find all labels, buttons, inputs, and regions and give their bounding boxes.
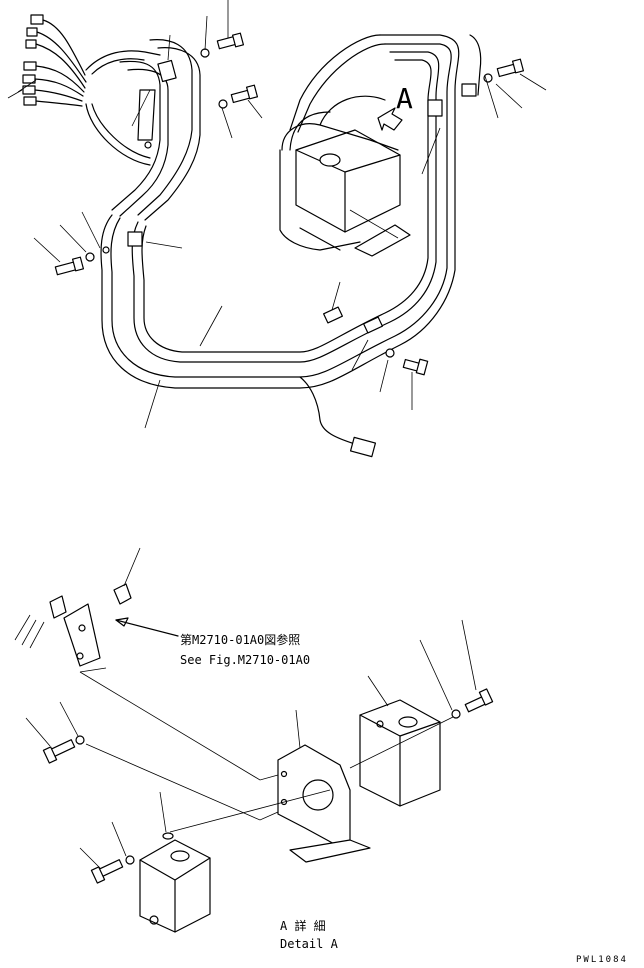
wiring-harness-assembly: A [7, 0, 547, 458]
reference-en: See Fig.M2710-01A0 [180, 653, 310, 667]
reference-jp: 第M2710-01A0図参照 [180, 632, 300, 647]
detail-caption-en: Detail A [280, 937, 339, 951]
tank-upper [279, 95, 411, 257]
bolt-upper-1 [200, 32, 245, 58]
figure-code: PWL1084 [576, 955, 628, 965]
bolt-upper-left [54, 252, 95, 276]
connector-bundle [7, 14, 87, 107]
bolt-upper-2 [218, 84, 259, 109]
bolt-detail-1 [42, 735, 85, 764]
view-arrow [377, 107, 403, 131]
bolt-detail-3 [451, 688, 494, 719]
detail-a-assembly: 第M2710-01A0図参照 See Fig.M2710-01A0 [14, 547, 494, 951]
detail-caption-jp: A 詳 細 [280, 918, 326, 933]
bolt-detail-2 [90, 855, 135, 884]
detail-letter-label: A [396, 82, 413, 115]
bolt-lower-right [385, 348, 429, 376]
bolt-upper-right [483, 58, 525, 83]
